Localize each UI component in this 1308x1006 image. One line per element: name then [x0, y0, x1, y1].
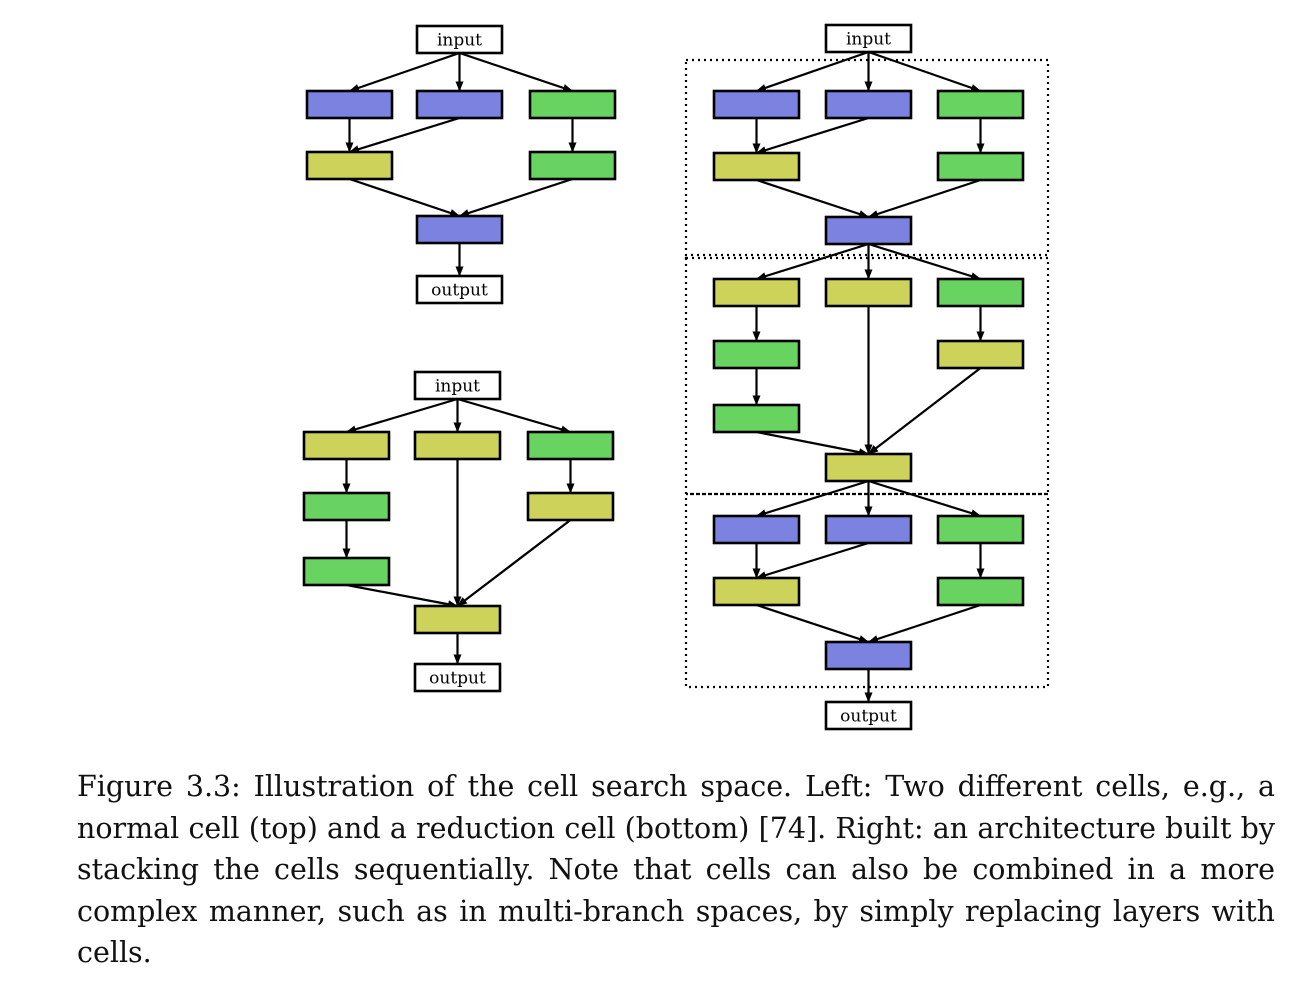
stacked-architecture-blue-node	[824, 89, 913, 120]
normal-cell-nodes: input output	[305, 24, 617, 305]
normal-cell-output-node	[415, 274, 504, 305]
stacked-architecture-green-node	[936, 151, 1025, 182]
reduction-cell-yellow-node	[302, 430, 391, 461]
cell-boundary-1	[684, 58, 1050, 257]
stacked-architecture-input-node	[824, 23, 913, 54]
stacked-architecture-yellow-node	[936, 339, 1025, 370]
cell-search-space-diagram: input output input output input output	[302, 23, 1050, 731]
normal-cell-blue-node	[415, 89, 504, 120]
edge-n6-to-r1	[756, 242, 869, 281]
stacked-architecture-nodes: input output	[712, 23, 1025, 731]
stacked-architecture-green-node	[712, 339, 801, 370]
reduction-cell-output-node	[413, 662, 502, 693]
reduction-cell-yellow-node	[413, 430, 502, 461]
stacked-architecture-blue-node	[712, 514, 801, 545]
edge-c1-to-d	[346, 583, 458, 609]
nodes-layer: input output input output input output	[302, 23, 1025, 731]
stacked-architecture-input-label: input	[846, 30, 891, 50]
edge-r5-to-r7	[867, 367, 982, 455]
stacked-architecture-yellow-node	[712, 277, 801, 308]
normal-cell-output-label: output	[431, 281, 488, 301]
normal-cell-yellow-node	[305, 150, 394, 181]
edge-in-to-a3	[457, 397, 571, 434]
edge-m4-to-m6	[756, 603, 869, 644]
edge-m2-to-m4	[756, 541, 869, 580]
reduction-cell-input-node	[413, 370, 502, 401]
reduction-cell-green-node	[302, 556, 391, 587]
reduction-cell-green-node	[526, 430, 615, 461]
stacked-architecture-blue-node	[824, 514, 913, 545]
stacked-architecture-blue-node	[712, 89, 801, 120]
cell-boundary-3	[684, 492, 1050, 689]
normal-cell-input-label: input	[437, 31, 482, 51]
edge-m5-to-m6	[868, 603, 981, 644]
edge-b3-to-d	[456, 519, 572, 607]
edge-n2-to-n4	[756, 116, 869, 155]
edge-r7-to-m1	[756, 479, 869, 518]
stacked-architecture-blue-node	[824, 215, 913, 246]
reduction-cell-output-label: output	[429, 669, 486, 689]
stacked-architecture-green-node	[712, 403, 801, 434]
normal-cell-blue-node	[305, 89, 394, 120]
edges-layer	[342, 50, 985, 703]
edge-in-to-n3	[868, 50, 981, 93]
stacked-architecture-output-label: output	[840, 707, 897, 727]
edge-n4-to-n6	[756, 178, 869, 219]
cell-boundary-2	[684, 256, 1050, 496]
reduction-cell-yellow-node	[413, 604, 502, 635]
stacked-architecture-green-node	[936, 514, 1025, 545]
stacked-architecture-yellow-node	[824, 452, 913, 483]
reduction-cell-yellow-node	[526, 491, 615, 522]
edge-in-to-a1	[349, 51, 460, 93]
cell-frames	[684, 58, 1050, 689]
edge-b1-to-c	[349, 177, 460, 218]
stacked-architecture-green-node	[936, 576, 1025, 607]
normal-cell-green-node	[528, 150, 617, 181]
edge-a2-to-b1	[349, 116, 460, 154]
reduction-cell-input-label: input	[435, 377, 480, 397]
stacked-architecture-green-node	[936, 277, 1025, 308]
normal-cell-blue-node	[415, 214, 504, 245]
stacked-architecture-output-node	[824, 700, 913, 731]
normal-cell-green-node	[528, 89, 617, 120]
edge-b3-to-c	[459, 177, 573, 218]
figure-caption: Figure 3.3: Illustration of the cell sea…	[77, 770, 1275, 970]
reduction-cell-green-node	[302, 491, 391, 522]
reduction-cell-edges	[342, 397, 575, 665]
edge-in-to-a1	[346, 397, 458, 434]
normal-cell-input-node	[415, 24, 504, 55]
edge-r7-to-m3	[868, 479, 981, 518]
normal-cell-edges	[345, 51, 577, 277]
edge-in-to-a3	[459, 51, 573, 93]
stacked-architecture-edges	[752, 50, 985, 703]
stacked-architecture-blue-node	[824, 640, 913, 671]
edge-in-to-n1	[756, 50, 869, 93]
stacked-architecture-yellow-node	[712, 576, 801, 607]
reduction-cell-nodes: input output	[302, 370, 615, 693]
edge-n6-to-r3	[868, 242, 981, 281]
stacked-architecture-green-node	[936, 89, 1025, 120]
edge-n5-to-n6	[868, 178, 981, 219]
stacked-architecture-yellow-node	[712, 151, 801, 182]
stacked-architecture-yellow-node	[824, 277, 913, 308]
edge-r6-to-r7	[756, 430, 869, 457]
